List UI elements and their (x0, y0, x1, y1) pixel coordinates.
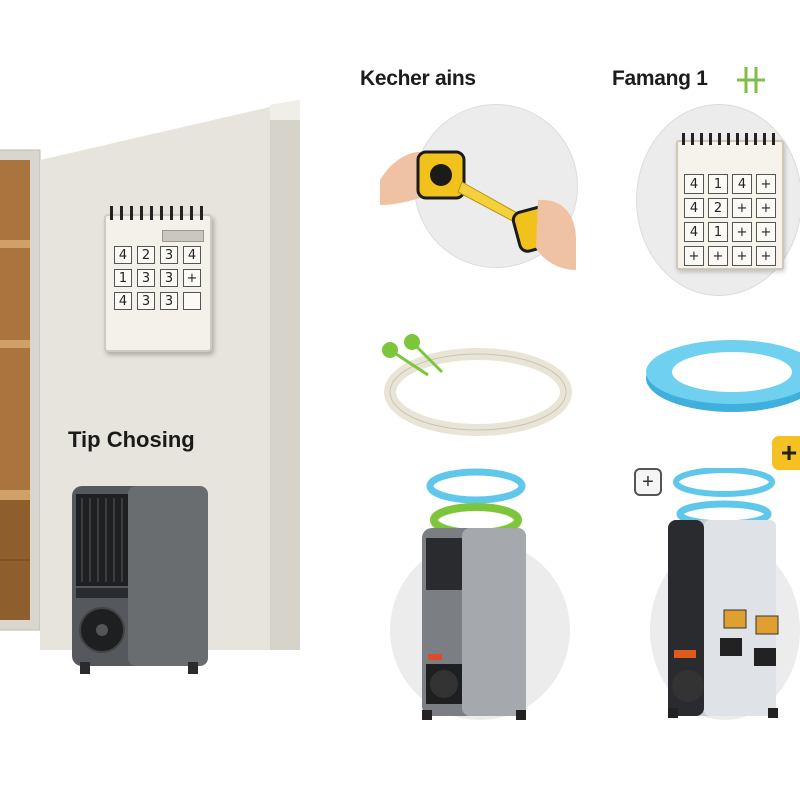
connector-block (723, 609, 747, 629)
plus-badge[interactable]: + (772, 436, 800, 470)
green-pin-icon-2 (404, 334, 420, 350)
blue-ring-small (426, 468, 526, 504)
calendar-cell: 4 (684, 198, 704, 218)
scene-caption: Tip Chosing (68, 427, 195, 452)
calculator-key: 3 (160, 292, 178, 310)
calculator-key (183, 292, 201, 310)
blue-ring-right-top (673, 468, 775, 497)
calculator-key: 1 (114, 269, 132, 287)
wall-side (270, 100, 300, 650)
panel-label-top-middle: Kecher ains (360, 67, 476, 90)
calculator-key: + (183, 269, 201, 287)
floor-heater (72, 486, 208, 674)
blue-ring-large (646, 340, 800, 412)
calculator-key: 4 (114, 292, 132, 310)
calendar-cell: 1 (708, 222, 728, 242)
connector-block-3 (720, 638, 742, 656)
calendar-cell: 1 (708, 174, 728, 194)
calendar-cell: + (756, 246, 776, 266)
calendar-cell: 4 (684, 222, 704, 242)
calculator-key: 3 (160, 246, 178, 264)
connector-block-2 (755, 615, 779, 635)
calculator-key: 2 (137, 246, 155, 264)
calendar-cell: 4 (732, 174, 752, 194)
plus-outline-badge[interactable]: + (634, 468, 662, 496)
calendar-cell: + (756, 198, 776, 218)
calculator-key: 4 (183, 246, 201, 264)
calculator-key: 3 (137, 292, 155, 310)
green-pin-icon (382, 342, 398, 358)
calendar-cell: + (756, 174, 776, 194)
calculator-key: 3 (137, 269, 155, 287)
calendar-cell: 4 (684, 174, 704, 194)
calendar-cell: + (708, 246, 728, 266)
calendar-cell: 2 (708, 198, 728, 218)
calendar-spiral (682, 133, 778, 145)
calculator-display (162, 230, 204, 242)
tape-measure-illustration (380, 150, 576, 270)
calendar-cell: + (732, 246, 752, 266)
calendar-cell: + (684, 246, 704, 266)
calculator-key: 4 (114, 246, 132, 264)
heater-unit-right (668, 520, 779, 718)
calculator-key: 3 (160, 269, 178, 287)
flat-ring-with-pins (382, 334, 572, 436)
heater-unit-middle (422, 528, 526, 720)
calendar-cell: + (756, 222, 776, 242)
calculator-spiral (110, 206, 206, 220)
connector-block-4 (754, 648, 776, 666)
heater-fan-icon-middle (430, 670, 458, 698)
calendar-cell: + (732, 198, 752, 218)
plus-split-icon (737, 67, 765, 93)
panel-label-top-right: Famang 1 (612, 67, 708, 90)
calendar-cell: + (732, 222, 752, 242)
heater-fan-icon-right (672, 670, 704, 702)
